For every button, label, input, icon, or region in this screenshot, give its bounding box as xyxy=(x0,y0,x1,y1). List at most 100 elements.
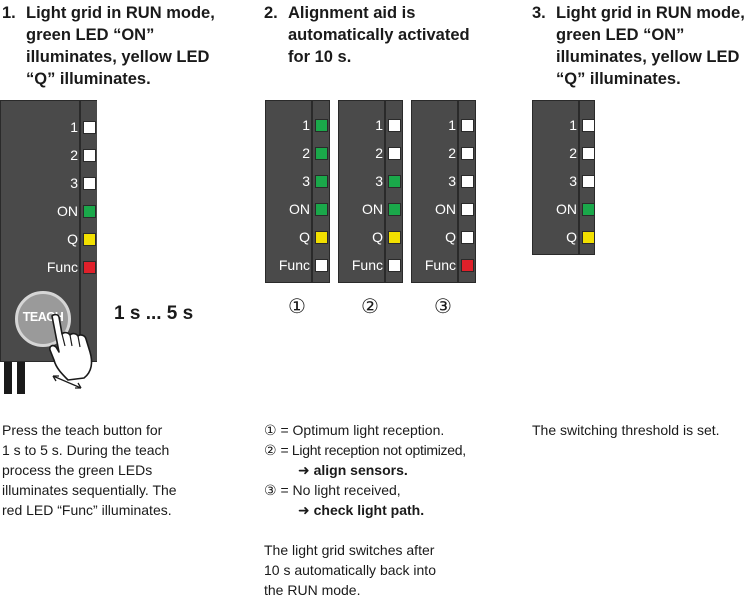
step-3-line-4: “Q” illuminates. xyxy=(556,70,681,88)
led-label: Func xyxy=(351,257,383,273)
legend-item-3: ③ = No light received, xyxy=(264,480,466,500)
led-indicator xyxy=(461,147,474,160)
led-label: 3 xyxy=(448,173,456,189)
teach-duration: 1 s ... 5 s xyxy=(114,303,194,324)
led-indicator xyxy=(388,203,401,216)
step-3-description: The switching threshold is set. xyxy=(532,422,720,438)
hand-press-icon xyxy=(49,313,93,381)
led-label: Q xyxy=(566,229,577,245)
legend-text: = Light reception not optimized, xyxy=(280,442,466,458)
led-label: 2 xyxy=(569,145,577,161)
led-indicator xyxy=(83,177,96,190)
led-label: ON xyxy=(57,203,78,219)
mount-leg xyxy=(17,360,25,394)
step-3-line-1: Light grid in RUN mode, xyxy=(556,4,745,22)
led-indicator xyxy=(315,203,328,216)
led-indicator xyxy=(388,175,401,188)
led-indicator xyxy=(582,231,595,244)
led-indicator xyxy=(315,119,328,132)
led-indicator xyxy=(315,259,328,272)
led-indicator xyxy=(315,147,328,160)
step-1-description: Press the teach button for 1 s to 5 s. D… xyxy=(2,420,177,520)
led-label: 1 xyxy=(375,117,383,133)
led-indicator xyxy=(582,147,595,160)
led-label: ON xyxy=(435,201,456,217)
double-arrow-icon xyxy=(52,375,82,389)
step-2-line-1: Alignment aid is xyxy=(288,4,416,22)
description-line: illuminates sequentially. The xyxy=(2,482,177,498)
led-indicator xyxy=(582,119,595,132)
led-label: 3 xyxy=(70,175,78,191)
led-indicator xyxy=(582,203,595,216)
legend-item-2: ② = Light reception not optimized, xyxy=(264,440,466,460)
led-label: Q xyxy=(372,229,383,245)
led-label: Func xyxy=(424,257,456,273)
legend-action: ➜ align sensors. xyxy=(298,462,408,478)
led-label: 1 xyxy=(302,117,310,133)
led-label: 3 xyxy=(569,173,577,189)
step-1-heading: 1. Light grid in RUN mode, green LED “ON… xyxy=(2,2,215,90)
led-label: Q xyxy=(67,231,78,247)
led-indicator xyxy=(315,231,328,244)
switch-back-note: The light grid switches after 10 s autom… xyxy=(264,540,436,600)
led-indicator xyxy=(461,259,474,272)
step-2-heading: 2. Alignment aid is automatically activa… xyxy=(264,2,470,68)
led-indicator xyxy=(388,119,401,132)
led-indicator xyxy=(315,175,328,188)
step-2-marker-2: ② xyxy=(361,296,379,318)
legend-item-1: ① = Optimum light reception. xyxy=(264,420,466,440)
led-label: Q xyxy=(299,229,310,245)
step-3-heading: 3. Light grid in RUN mode, green LED “ON… xyxy=(532,2,745,90)
step-2-line-2: automatically activated xyxy=(288,26,470,44)
legend-marker: ③ xyxy=(264,482,277,498)
step-2-line-3: for 10 s. xyxy=(288,48,352,66)
legend-marker: ② xyxy=(264,442,277,458)
led-label: Func xyxy=(278,257,310,273)
legend-text: = No light received, xyxy=(280,482,401,498)
step-2-marker-3: ③ xyxy=(434,296,452,318)
led-indicator xyxy=(388,147,401,160)
description-line: 1 s to 5 s. During the teach xyxy=(2,442,170,458)
mount-leg xyxy=(4,360,12,394)
led-label: 1 xyxy=(448,117,456,133)
led-indicator xyxy=(461,175,474,188)
step-2-marker-1: ① xyxy=(288,296,306,318)
led-label: 1 xyxy=(70,119,78,135)
led-label: 2 xyxy=(70,147,78,163)
led-indicator xyxy=(83,205,96,218)
step-1-line-2: green LED “ON” xyxy=(26,26,155,44)
step-1-line-3: illuminates, yellow LED xyxy=(26,48,210,66)
step-3-number: 3. xyxy=(532,4,546,22)
led-indicator xyxy=(83,261,96,274)
led-indicator xyxy=(461,203,474,216)
led-label: 2 xyxy=(448,145,456,161)
led-label: Q xyxy=(445,229,456,245)
led-indicator xyxy=(388,231,401,244)
note-line: The light grid switches after xyxy=(264,542,435,558)
led-indicator xyxy=(461,231,474,244)
led-label: Func xyxy=(46,259,78,275)
step-1-line-1: Light grid in RUN mode, xyxy=(26,4,215,22)
led-label: 1 xyxy=(569,117,577,133)
led-label: ON xyxy=(556,201,577,217)
step-1-number: 1. xyxy=(2,4,16,22)
led-indicator xyxy=(582,175,595,188)
led-label: 2 xyxy=(375,145,383,161)
led-indicator xyxy=(388,259,401,272)
led-label: 3 xyxy=(302,173,310,189)
led-label: 3 xyxy=(375,173,383,189)
led-label: ON xyxy=(362,201,383,217)
led-label: 2 xyxy=(302,145,310,161)
description-line: red LED “Func” illuminates. xyxy=(2,502,172,518)
legend-marker: ① xyxy=(264,422,277,438)
step-3-line-3: illuminates, yellow LED xyxy=(556,48,740,66)
legend-text: = Optimum light reception. xyxy=(280,422,445,438)
